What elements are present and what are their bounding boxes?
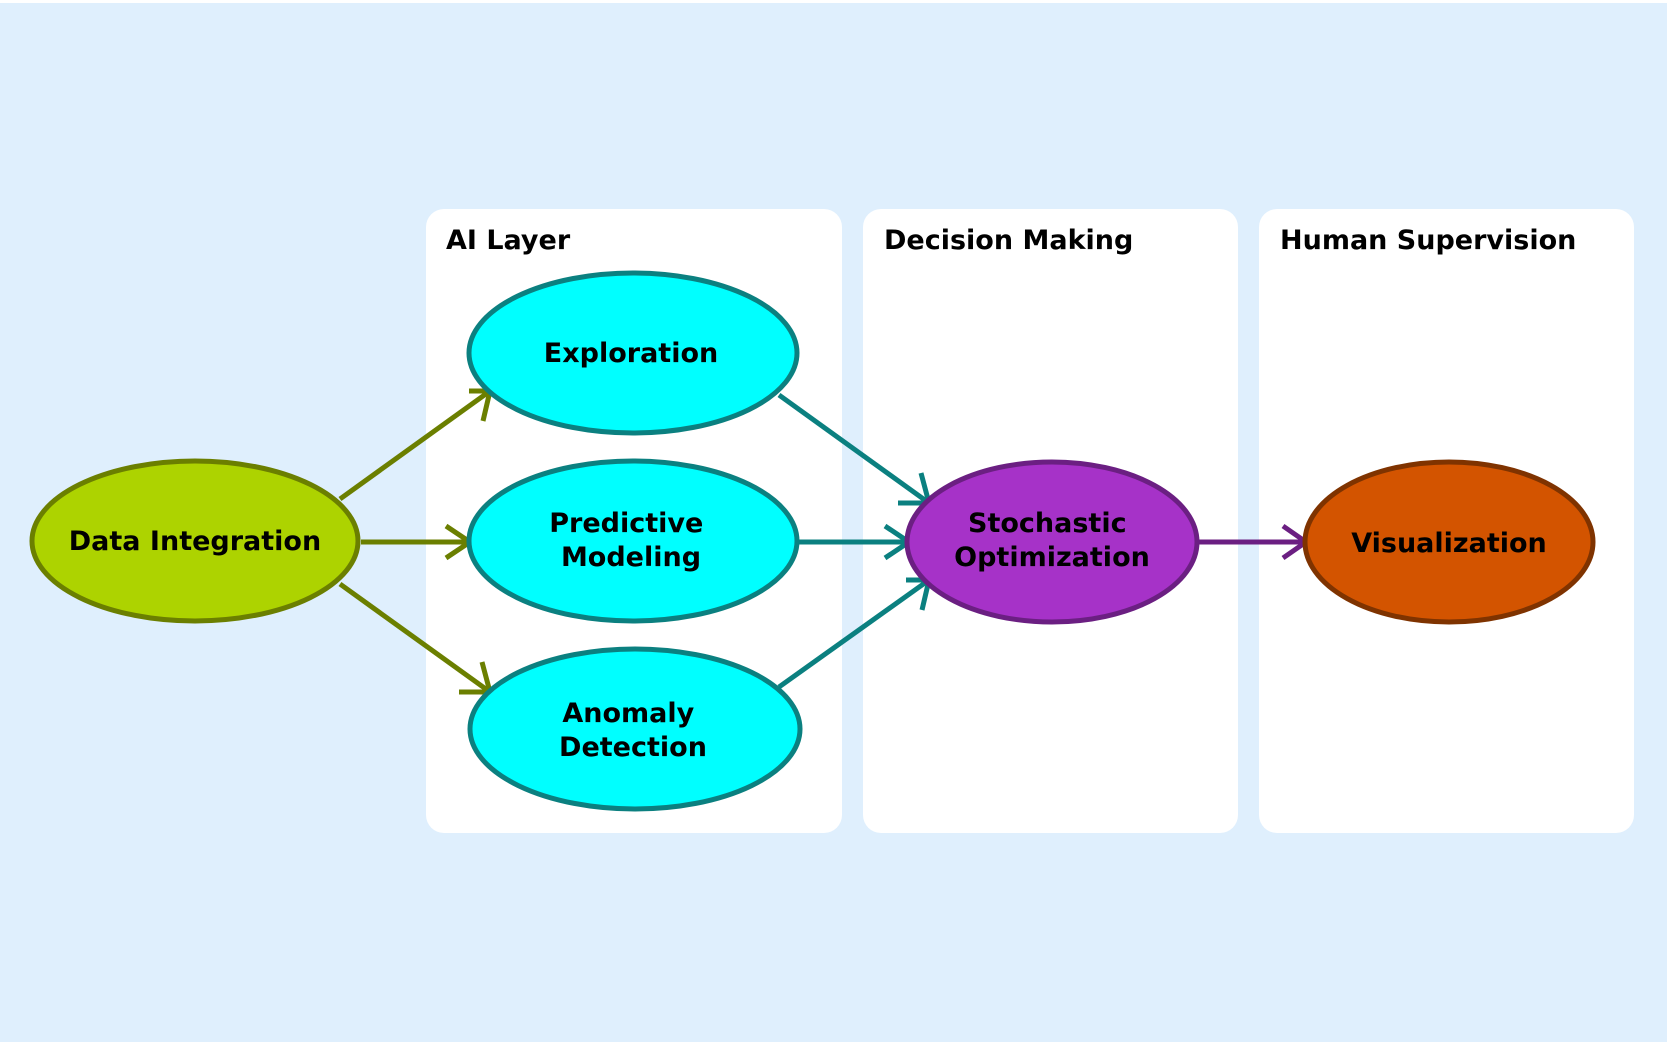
- node-exploration-shape: [466, 270, 800, 436]
- edge-data-integration-to-anomaly-detection: [338, 581, 492, 695]
- node-exploration: Exploration: [466, 270, 800, 436]
- node-data-integration: Data Integration: [29, 458, 361, 624]
- node-predictive-modeling: Predictive Modeling: [466, 458, 800, 624]
- cluster-decision-making-label: Decision Making: [884, 225, 1133, 256]
- node-exploration-label: Exploration: [544, 338, 718, 369]
- node-stochastic-optimization-label: Stochastic Optimization: [954, 508, 1150, 573]
- node-visualization-shape: [1302, 459, 1596, 625]
- node-data-integration-label: Data Integration: [69, 526, 321, 557]
- node-predictive-modeling-label: Predictive Modeling: [549, 508, 712, 573]
- node-stochastic-optimization-shape: [904, 459, 1200, 625]
- node-anomaly-detection: Anomaly Detection: [467, 646, 803, 812]
- node-visualization-label: Visualization: [1351, 528, 1547, 559]
- node-data-integration-shape: [29, 458, 361, 624]
- node-visualization: Visualization: [1302, 459, 1596, 625]
- edge-exploration-to-stochastic-optimization: [777, 392, 931, 506]
- cluster-ai-layer-label: AI Layer: [446, 225, 571, 256]
- cluster-human-supervision-label: Human Supervision: [1280, 225, 1576, 256]
- node-stochastic-optimization: Stochastic Optimization: [904, 459, 1200, 625]
- node-anomaly-detection-shape: [467, 646, 803, 812]
- edge-anomaly-detection-to-stochastic-optimization: [777, 577, 931, 690]
- edge-data-integration-to-exploration: [338, 388, 492, 502]
- node-predictive-modeling-shape: [466, 458, 800, 624]
- node-anomaly-detection-label: Anomaly Detection: [559, 698, 707, 763]
